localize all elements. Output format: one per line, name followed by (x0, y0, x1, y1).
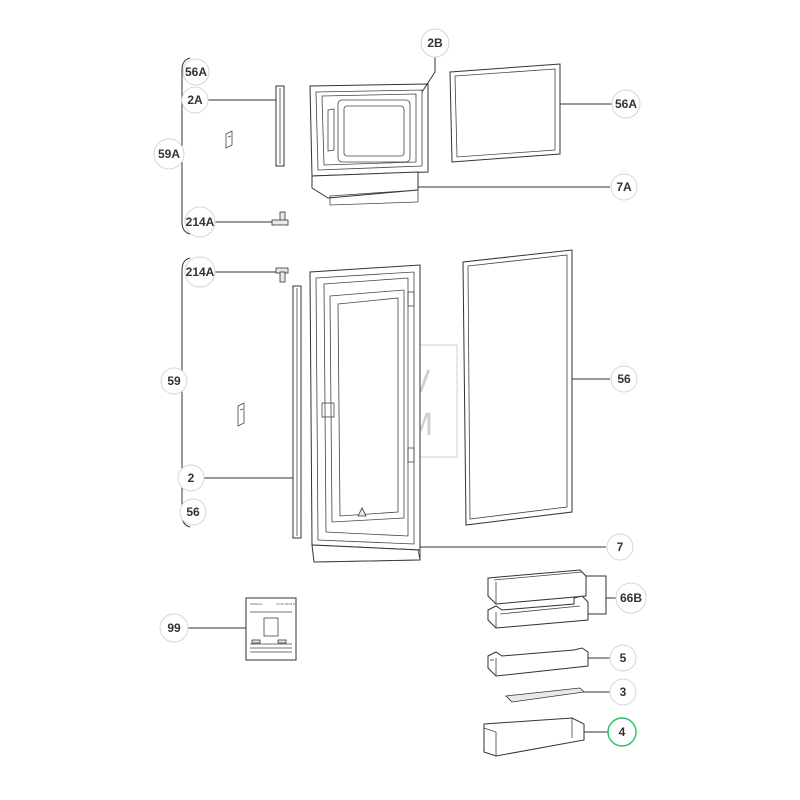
svg-text:99: 99 (167, 621, 181, 635)
callout-2A[interactable]: 2A (181, 86, 209, 114)
svg-text:5: 5 (620, 651, 627, 665)
group-bracket-59A (181, 57, 191, 235)
svg-text:56: 56 (186, 505, 200, 519)
part-lower-gasket-56 (462, 249, 573, 526)
callout-56-left[interactable]: 56 (179, 498, 207, 526)
callout-56A-right[interactable]: 56A (611, 89, 641, 119)
callout-59A[interactable]: 59A (153, 138, 185, 170)
part-lower-door-inner (309, 264, 421, 551)
part-small-hinge-59 (237, 402, 245, 427)
leader-lines (188, 56, 616, 733)
part-bottle-bin-4 (483, 717, 585, 757)
part-hinge-pin-214A-top (271, 211, 289, 226)
svg-text:56: 56 (617, 372, 631, 386)
callout-7[interactable]: 7 (606, 533, 634, 561)
part-user-manual-99: MANUAL 1234 5678 9 (245, 597, 297, 661)
manual-code: 1234 5678 9 (276, 602, 295, 606)
callout-3[interactable]: 3 (609, 678, 637, 706)
svg-text:2A: 2A (187, 93, 203, 107)
part-hinge-pin-214A-mid (275, 267, 289, 283)
part-shelf-rail-3 (505, 687, 585, 703)
part-lower-door-panel-7 (311, 544, 421, 563)
part-upper-gasket-56A (449, 63, 561, 163)
svg-text:7: 7 (617, 540, 624, 554)
callout-66B[interactable]: 66B (615, 582, 647, 614)
callout-4[interactable]: 4 (607, 717, 637, 747)
svg-text:66B: 66B (620, 591, 642, 605)
svg-text:214A: 214A (186, 215, 215, 229)
group-bracket-59 (181, 257, 191, 528)
svg-text:59A: 59A (158, 147, 180, 161)
svg-text:3: 3 (620, 685, 627, 699)
part-small-hinge-59A (225, 130, 233, 149)
callout-2B[interactable]: 2B (420, 28, 450, 58)
part-upper-door-inner-2B (309, 83, 429, 177)
callout-7A[interactable]: 7A (610, 173, 638, 201)
callout-5[interactable]: 5 (609, 644, 637, 672)
svg-text:2B: 2B (427, 36, 443, 50)
svg-text:2: 2 (188, 471, 195, 485)
callout-214A-top[interactable]: 214A (184, 206, 216, 238)
svg-text:4: 4 (619, 725, 626, 739)
part-door-shelf-66B-upper (487, 569, 587, 605)
callout-2[interactable]: 2 (177, 464, 205, 492)
part-door-gasket-strip-2A (275, 85, 285, 167)
part-door-strip-2 (292, 285, 302, 539)
callout-214A-mid[interactable]: 214A (184, 256, 216, 288)
svg-text:59: 59 (167, 374, 181, 388)
callout-99[interactable]: 99 (159, 613, 189, 643)
svg-text:7A: 7A (616, 180, 632, 194)
svg-text:214A: 214A (186, 265, 215, 279)
callout-59[interactable]: 59 (160, 367, 188, 395)
part-door-shelf-66B-lower (487, 595, 589, 629)
part-door-shelf-5 (487, 647, 589, 677)
callout-56A-top[interactable]: 56A (182, 58, 210, 86)
part-upper-door-panel-7A (311, 171, 419, 206)
manual-title: MANUAL (250, 602, 263, 606)
svg-text:56A: 56A (615, 97, 637, 111)
callout-56-right[interactable]: 56 (610, 365, 638, 393)
svg-text:56A: 56A (185, 65, 207, 79)
